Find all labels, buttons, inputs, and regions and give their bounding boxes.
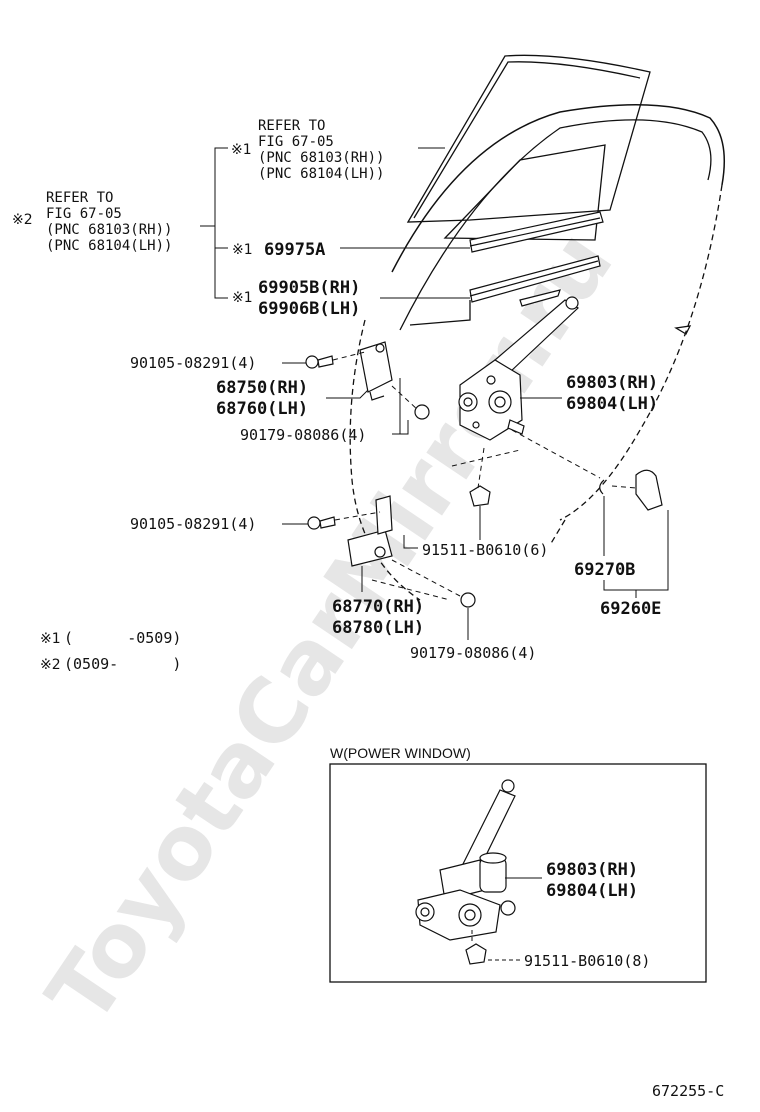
- run-channel-69975a: [469, 211, 604, 253]
- note2-mark: ※2: [40, 657, 61, 673]
- screw-reg-leader: [403, 506, 481, 549]
- left-bracket: [200, 147, 228, 299]
- nut-upper-label: 90179-08086(4): [240, 426, 366, 444]
- lower-hinge-illustration: [347, 495, 393, 567]
- hinge-upper-rh: 68750(RH): [216, 378, 308, 398]
- inset-screw-label: 91511-B0610(8): [524, 952, 650, 970]
- p69905b-lh: 69906B(LH): [258, 299, 360, 319]
- clip-label: 69270B: [574, 560, 635, 580]
- handle-bracket: [603, 510, 669, 598]
- handle-label: 69260E: [600, 599, 661, 619]
- ref2-line3: (PNC 68103(RH)): [46, 222, 172, 238]
- regulator-illustration: [458, 296, 579, 441]
- regulator-rh: 69803(RH): [566, 373, 658, 393]
- ref2-mark: ※2: [12, 212, 33, 228]
- ref1-line1: REFER TO: [258, 118, 325, 134]
- ref1-block: ※1 REFER TO FIG 67-05 (PNC 68103(RH)) (P…: [231, 118, 384, 182]
- ref1-mark: ※1: [231, 142, 252, 158]
- p69905b-mark: ※1: [232, 290, 253, 306]
- ref1-line3: (PNC 68103(RH)): [258, 150, 384, 166]
- inset-frame: [329, 763, 707, 983]
- p69975a-code: 69975A: [264, 240, 325, 260]
- belt-molding-69905b: [469, 255, 601, 307]
- door-glass-illustration: [349, 54, 725, 601]
- bolt-lower-label: 90105-08291(4): [130, 515, 256, 533]
- p69905b-rh: 69905B(RH): [258, 278, 360, 298]
- ref2-block: ※2 REFER TO FIG 67-05 (PNC 68103(RH)) (P…: [12, 190, 172, 254]
- p69975a-mark: ※1: [232, 242, 253, 258]
- hinge-lower-rh: 68770(RH): [332, 597, 424, 617]
- ref1-line2: FIG 67-05: [258, 134, 334, 150]
- figure-id: 672255-C: [652, 1082, 724, 1100]
- upper-hinge-illustration: [359, 341, 393, 401]
- ref2-line1: REFER TO: [46, 190, 113, 206]
- note1-mark: ※1: [40, 631, 61, 647]
- note2-text: (0509- ): [64, 655, 181, 673]
- bolt-upper-label: 90105-08291(4): [130, 354, 256, 372]
- hinge-upper-lh: 68760(LH): [216, 399, 308, 419]
- ref2-line2: FIG 67-05: [46, 206, 122, 222]
- inset-regulator-rh: 69803(RH): [546, 860, 638, 880]
- fastener-icons: [305, 355, 663, 608]
- assembly-dashed-lines: [332, 351, 637, 601]
- screw-reg-label: 91511-B0610(6): [422, 541, 548, 559]
- inset-title: W(POWER WINDOW): [330, 745, 471, 761]
- hinge-lower-lh: 68780(LH): [332, 618, 424, 638]
- nut-lower-label: 90179-08086(4): [410, 644, 536, 662]
- note1-text: ( -0509): [64, 629, 181, 647]
- nut-upper-leader: [392, 378, 409, 435]
- inset-screw-leader: [471, 930, 520, 961]
- ref1-line4: (PNC 68104(LH)): [258, 166, 384, 182]
- inset-regulator-lh: 69804(LH): [546, 881, 638, 901]
- regulator-lh: 69804(LH): [566, 394, 658, 414]
- hinge-upper-leader: [326, 389, 369, 399]
- ref2-line4: (PNC 68104(LH)): [46, 238, 172, 254]
- power-regulator-illustration: [415, 779, 516, 965]
